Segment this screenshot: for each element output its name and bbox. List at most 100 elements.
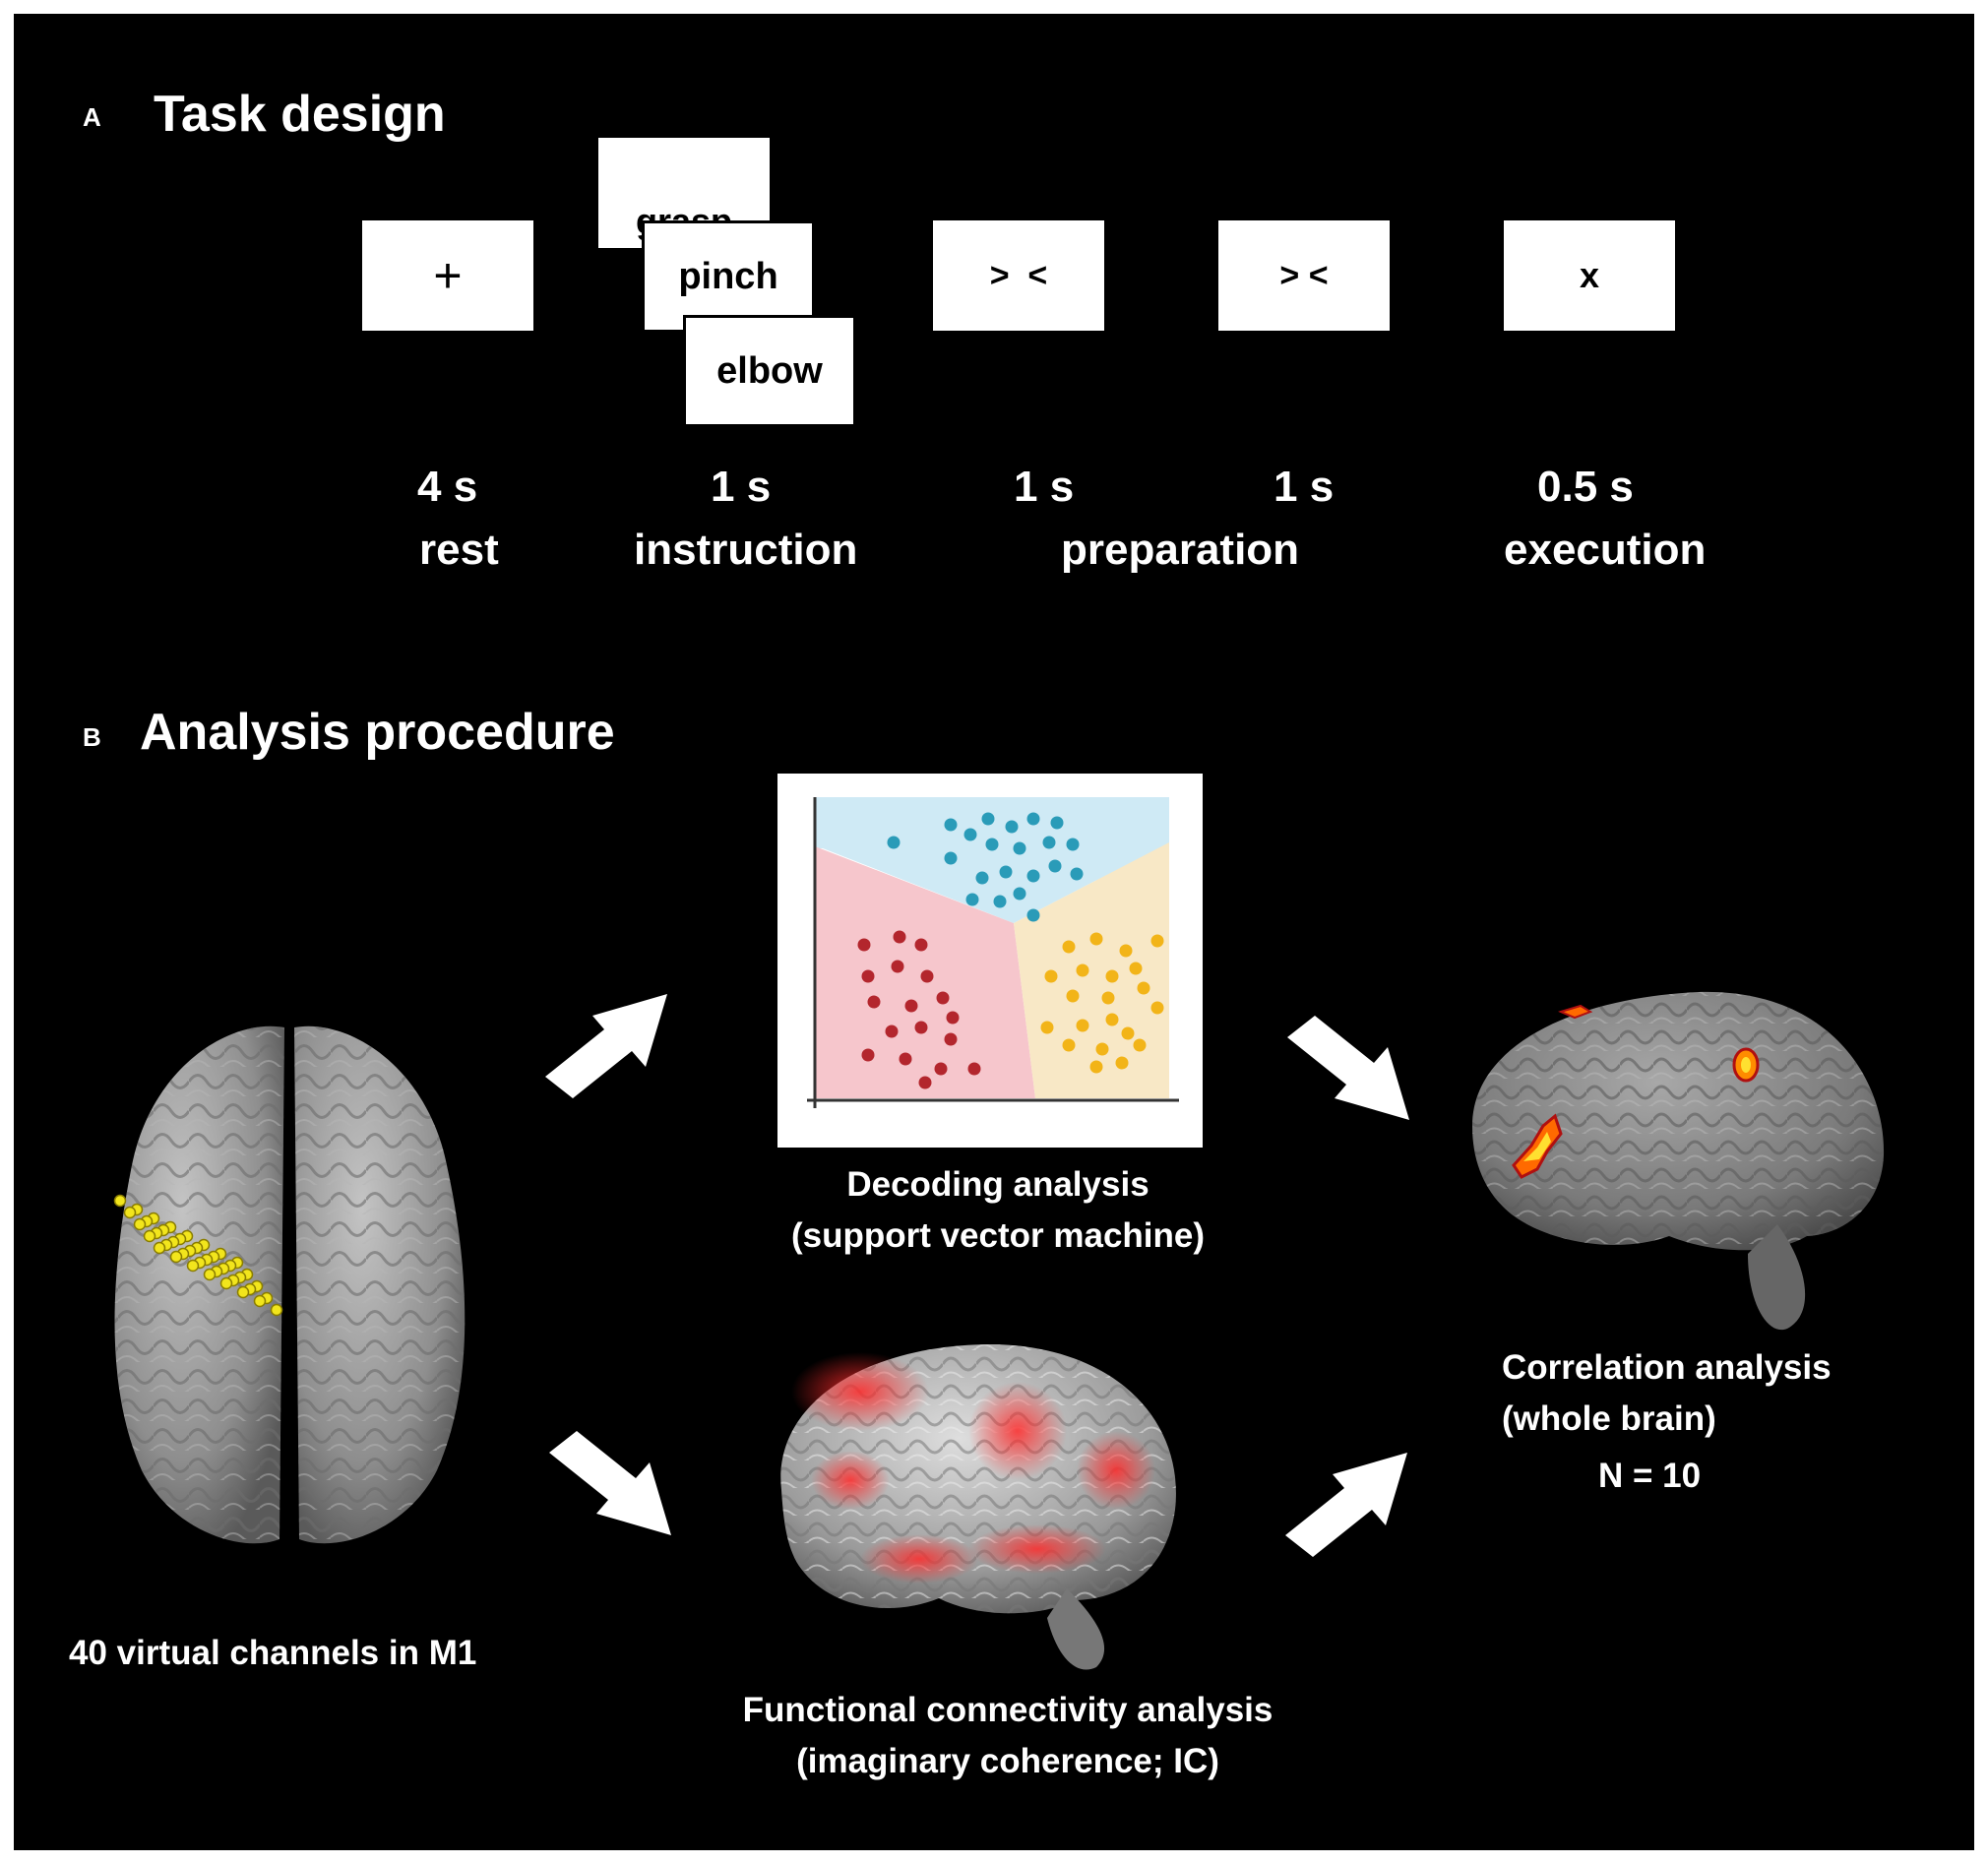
preparation-card-1: > < xyxy=(933,220,1104,331)
decoding-caption-line1: Decoding analysis xyxy=(846,1165,1149,1204)
blue-point xyxy=(963,828,977,841)
panel-b-title: Analysis procedure xyxy=(140,704,615,761)
red-point xyxy=(914,938,928,952)
red-point xyxy=(904,999,918,1013)
prep-arrows-close: > < xyxy=(1279,256,1329,294)
connectivity-caption-line1: Functional connectivity analysis xyxy=(742,1691,1274,1729)
connectivity-hotspots xyxy=(791,1352,1155,1584)
blue-point xyxy=(985,838,999,851)
yellow-point xyxy=(1062,1038,1076,1052)
svm-blue-region-fill xyxy=(815,797,1169,923)
yellow-point xyxy=(1044,969,1058,983)
correlation-caption-line1: Correlation analysis xyxy=(1502,1348,1832,1387)
decoding-caption-line2: (support vector machine) xyxy=(790,1216,1206,1255)
red-point xyxy=(934,1062,948,1076)
red-point xyxy=(861,1048,875,1062)
connectivity-caption: Functional connectivity analysis (imagin… xyxy=(693,1685,1323,1787)
rest-phase-label: rest xyxy=(419,526,499,574)
red-class-points xyxy=(857,930,981,1089)
correlation-caption-line2: (whole brain) xyxy=(1502,1399,1716,1438)
left-hemisphere xyxy=(114,1025,284,1544)
red-point xyxy=(914,1021,928,1034)
red-point xyxy=(893,930,906,944)
red-point xyxy=(946,1011,960,1025)
blue-point xyxy=(1026,812,1040,826)
yellow-point xyxy=(1129,962,1143,975)
yellow-point xyxy=(1121,1026,1135,1040)
rest-fixation-card: + xyxy=(362,220,533,331)
instruction-phase-label: instruction xyxy=(634,526,858,574)
blue-point xyxy=(1026,869,1040,883)
execution-duration: 0.5 s xyxy=(1537,463,1634,511)
channels-caption: 40 virtual channels in M1 xyxy=(69,1634,477,1672)
blue-point xyxy=(1070,867,1084,881)
yellow-point xyxy=(1095,1042,1109,1056)
channel-dot xyxy=(219,1276,233,1290)
blue-point xyxy=(944,851,958,865)
blue-point xyxy=(1013,841,1026,855)
channel-dot xyxy=(123,1206,137,1219)
arrow-from-decoding-icon xyxy=(1287,1016,1409,1120)
channel-dot xyxy=(143,1229,156,1243)
arrow-to-connectivity-icon xyxy=(549,1431,671,1535)
yellow-point xyxy=(1137,981,1150,995)
connectivity-brain-image xyxy=(780,1343,1176,1670)
yellow-point xyxy=(1101,991,1115,1005)
blue-point xyxy=(887,836,901,849)
arrow-to-decoding-icon xyxy=(545,994,667,1098)
red-point xyxy=(891,960,904,973)
yellow-point xyxy=(1150,934,1164,948)
red-point xyxy=(899,1052,912,1066)
fixation-cross: + xyxy=(433,248,463,303)
yellow-point xyxy=(1076,1019,1089,1032)
correlation-brain-image xyxy=(1472,991,1885,1331)
yellow-point xyxy=(1105,1013,1119,1026)
yellow-point xyxy=(1133,1038,1147,1052)
blue-point xyxy=(999,865,1013,879)
instruction-card-pinch: pinch xyxy=(642,220,815,333)
blue-point xyxy=(993,895,1007,908)
blue-point xyxy=(1026,908,1040,922)
channel-dot xyxy=(186,1259,200,1273)
pinch-text: pinch xyxy=(678,255,778,297)
connectivity-caption-line2: (imaginary coherence; IC) xyxy=(796,1742,1219,1780)
red-point xyxy=(936,991,950,1005)
elbow-text: elbow xyxy=(716,349,823,392)
right-hemisphere xyxy=(294,1025,466,1544)
instruction-duration: 1 s xyxy=(711,463,772,511)
correlation-caption: Correlation analysis (whole brain) xyxy=(1502,1342,1832,1445)
figure-panel: A Task design + grasp pinch elbow > < > … xyxy=(14,14,1974,1850)
blue-class-points xyxy=(887,812,1084,922)
yellow-point xyxy=(1105,969,1119,983)
red-point xyxy=(861,969,875,983)
red-point xyxy=(857,938,871,952)
yellow-point xyxy=(1119,944,1133,958)
yellow-point xyxy=(1150,1001,1164,1015)
yellow-point xyxy=(1089,932,1103,946)
panel-b-letter: B xyxy=(83,722,101,752)
yellow-point xyxy=(1076,963,1089,977)
panel-a-letter: A xyxy=(83,102,101,132)
prep-arrows-apart: > < xyxy=(989,256,1048,294)
blue-point xyxy=(1066,838,1080,851)
preparation-phase-label: preparation xyxy=(1061,526,1300,574)
blue-point xyxy=(981,812,995,826)
instruction-card-elbow: elbow xyxy=(683,315,856,427)
channel-dot xyxy=(153,1241,166,1255)
channel-dot xyxy=(253,1294,267,1308)
blue-point xyxy=(944,818,958,832)
blue-point xyxy=(1013,887,1026,901)
yellow-point xyxy=(1066,989,1080,1003)
yellow-class-points xyxy=(1040,932,1164,1074)
svm-decoding-plot xyxy=(777,774,1203,1148)
execution-phase-label: execution xyxy=(1504,526,1707,574)
red-point xyxy=(885,1025,899,1038)
yellow-point xyxy=(1040,1021,1054,1034)
channel-dot xyxy=(133,1217,147,1231)
prep2-duration: 1 s xyxy=(1274,463,1335,511)
red-point xyxy=(918,1076,932,1089)
decoding-caption: Decoding analysis (support vector machin… xyxy=(762,1159,1234,1262)
panel-a-title: Task design xyxy=(154,86,446,143)
blue-point xyxy=(965,893,979,906)
blue-point xyxy=(1042,836,1056,849)
